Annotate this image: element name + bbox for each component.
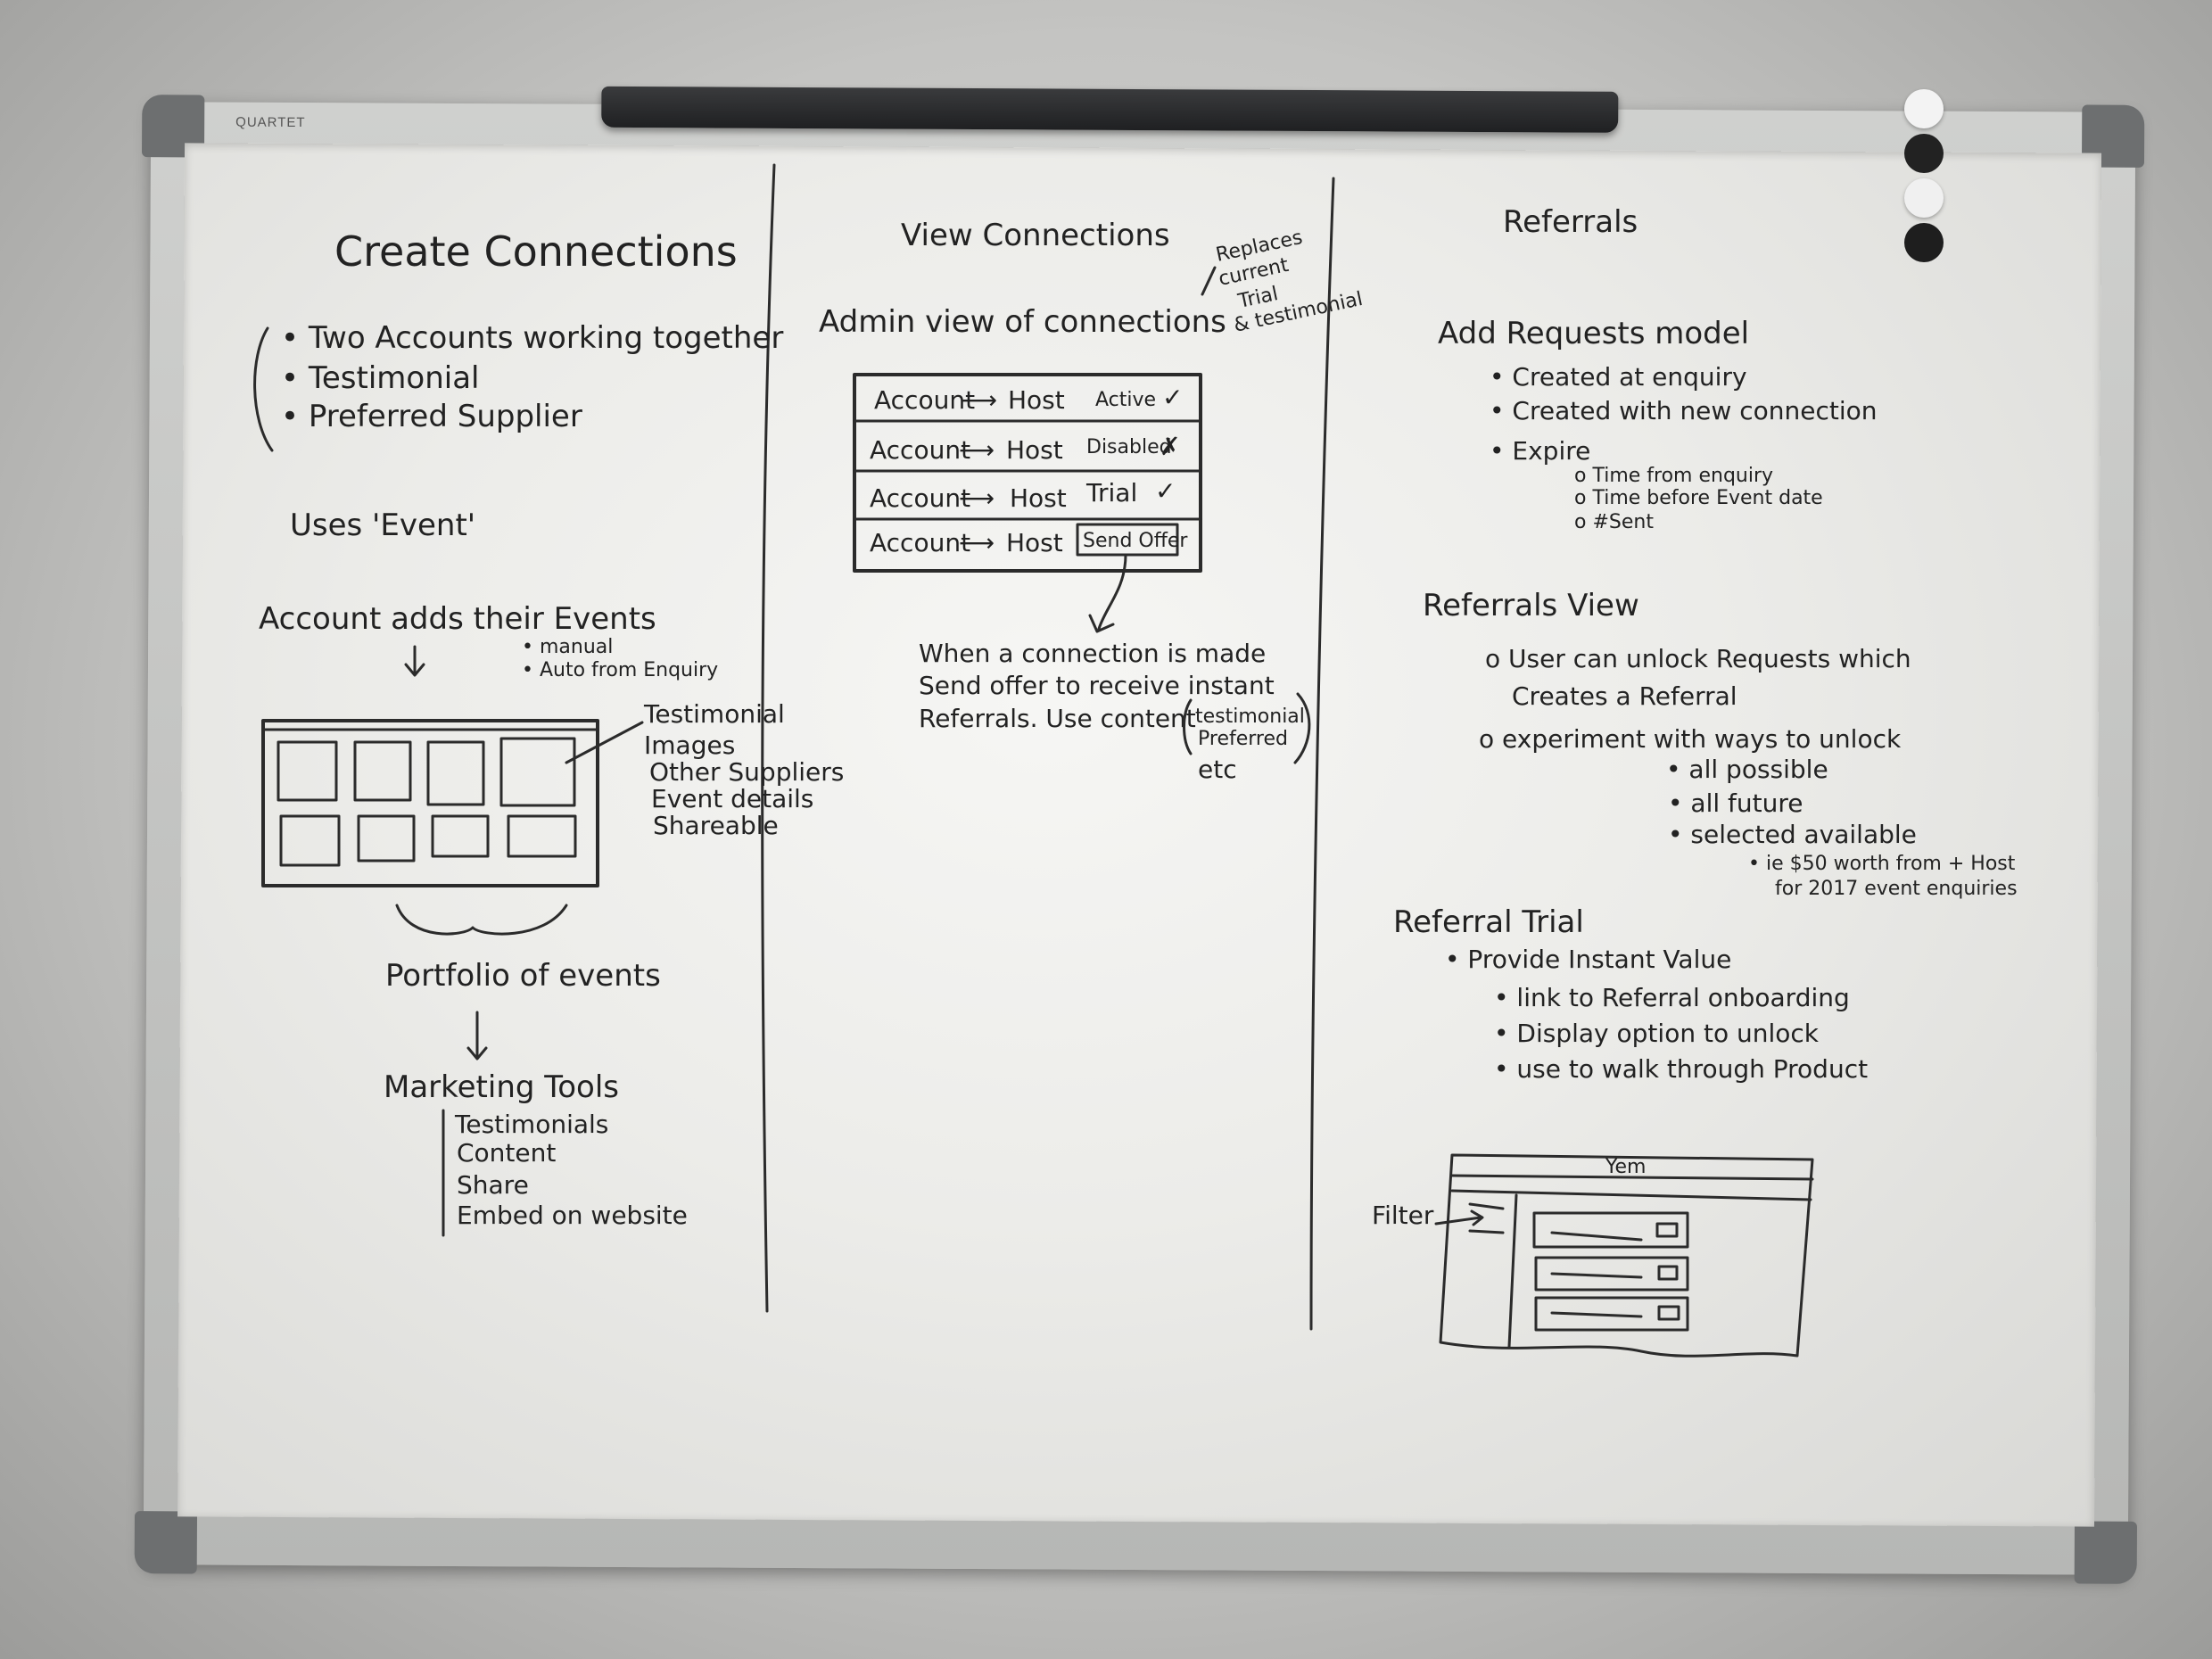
svg-text:⟶: ⟶ [962,385,997,415]
paren-item: etc [1198,755,1237,784]
svg-text:⟶: ⟶ [959,435,995,465]
svg-text:Disabled: Disabled [1086,436,1172,458]
account-adds-label: Account adds their Events [259,601,656,637]
svg-text:✓: ✓ [1155,476,1176,506]
paren-item: testimonial [1195,706,1305,728]
grid-label: Images [644,730,735,760]
request-bullet: • Created at enquiry [1490,362,1747,392]
expire-item: o #Sent [1574,511,1654,533]
paren-item: Preferred [1198,728,1288,750]
rv-bullet: o experiment with ways to unlock [1479,724,1902,754]
paren-right [1293,692,1311,764]
marketing-item: Embed on website [457,1201,688,1230]
trial-item: • link to Referral onboarding [1494,983,1850,1012]
black-magnet [1904,223,1944,262]
arrow-down [1088,553,1127,633]
brace [395,904,568,936]
bracket [253,326,274,452]
connections-table-sketch [853,373,1202,573]
white-magnet [1904,89,1944,128]
grid-label: Event details [651,784,813,813]
svg-text:Host: Host [1008,385,1065,415]
svg-text:Account: Account [874,385,975,415]
unlock-example: for 2017 event enquiries [1775,878,2018,900]
svg-text:Trial: Trial [1085,478,1137,508]
svg-text:Active: Active [1095,389,1156,411]
svg-text:Host: Host [1006,435,1063,465]
connection-row: Account ⟶ Host Disabled ✗ [870,432,1180,465]
connection-note: Send offer to receive instant [919,671,1275,700]
left-bullet: • Preferred Supplier [281,399,582,434]
column-divider [761,163,776,1313]
paren-left [1183,698,1193,755]
black-magnet [1904,134,1944,173]
trial-item: • Display option to unlock [1494,1019,1820,1048]
note-pointer [1201,266,1217,296]
referrals-view-label: Referrals View [1423,588,1639,623]
connection-row: Account ⟶ Host Send Offer [870,523,1188,557]
svg-text:Host: Host [1006,528,1063,557]
event-tiles [276,737,577,867]
unlock-item: • selected available [1668,820,1917,849]
rv-bullet: o User can unlock Requests which [1485,644,1911,673]
rv-bullet-cont: Creates a Referral [1512,681,1737,711]
svg-text:Account: Account [870,528,970,557]
view-connections-title: View Connections [901,218,1170,253]
marketing-tools-label: Marketing Tools [384,1069,619,1105]
request-bullet: • Expire [1490,436,1590,466]
svg-text:✗: ✗ [1160,432,1180,461]
wireframe-title: Yem [1605,1156,1646,1178]
expire-item: o Time from enquiry [1574,465,1773,487]
create-connections-title: Create Connections [334,227,738,276]
column-divider [1309,177,1335,1331]
unlock-item: • all possible [1666,755,1828,784]
trial-bullet: • Provide Instant Value [1445,945,1731,974]
svg-text:⟶: ⟶ [959,483,995,513]
connection-row: Account ⟶ Host Active ✓ [874,383,1183,415]
arrow-down [404,645,425,677]
add-requests-label: Add Requests model [1438,316,1749,351]
referrals-wireframe-sketch: Yem [1434,1153,1814,1358]
connection-note: Referrals. Use content [919,704,1196,733]
white-magnet [1904,178,1944,218]
svg-text:⟶: ⟶ [959,528,995,557]
grid-label: Shareable [653,811,779,840]
unlock-example: • ie $50 worth from + Host [1748,853,2016,875]
admin-view-label: Admin view of connections [819,304,1226,340]
svg-text:Send Offer: Send Offer [1083,530,1188,552]
add-method: • Auto from Enquiry [522,659,718,681]
unlock-item: • all future [1668,788,1803,818]
connection-note: When a connection is made [919,639,1266,668]
expire-item: o Time before Event date [1574,487,1823,509]
pointer-line [565,721,644,764]
svg-text:Account: Account [870,435,970,465]
left-bullet: • Testimonial [281,360,479,396]
grid-label: Testimonial [643,699,785,729]
left-bullet: • Two Accounts working together [281,320,783,356]
filter-label: Filter [1372,1201,1434,1230]
request-bullet: • Created with new connection [1490,396,1877,425]
marketing-item: Share [457,1170,529,1200]
send-offer-box [1076,523,1179,557]
marketing-item: Content [457,1138,556,1168]
trial-item: • use to walk through Product [1494,1054,1868,1084]
referrals-title: Referrals [1503,204,1638,240]
svg-text:Account: Account [870,483,970,513]
events-grid-sketch [261,719,599,887]
uses-event-label: Uses 'Event' [290,508,475,543]
marketing-item: Testimonials [454,1110,608,1139]
referral-trial-label: Referral Trial [1393,904,1584,940]
connection-row: Account ⟶ Host Trial ✓ [870,476,1176,513]
add-method: • manual [522,636,613,658]
portfolio-label: Portfolio of events [385,958,661,994]
svg-text:✓: ✓ [1162,383,1183,412]
grid-label: Other Suppliers [649,757,844,787]
svg-text:Host: Host [1010,483,1067,513]
arrow-down [466,1011,488,1061]
